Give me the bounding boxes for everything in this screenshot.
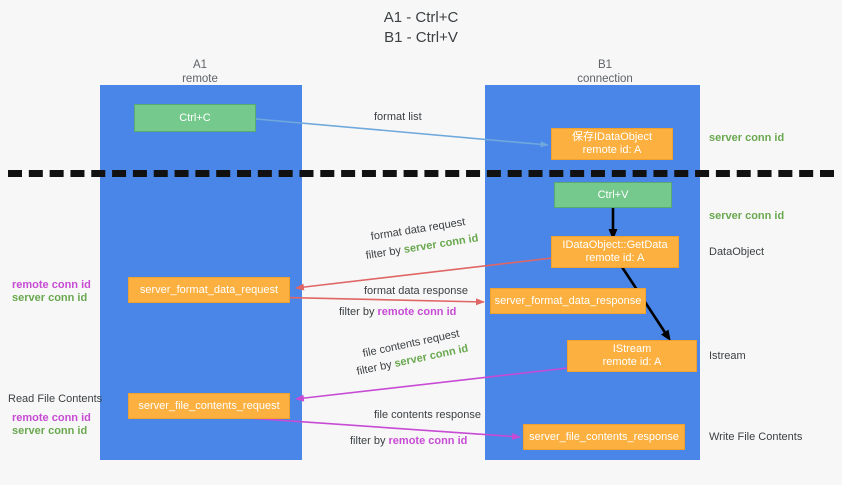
- filter-prefix: filter by: [339, 306, 378, 318]
- edge-format-list: [255, 118, 549, 148]
- node-save-idataobject[interactable]: 保存IDataObject remote id: A: [551, 128, 673, 160]
- phase-divider: [8, 170, 834, 177]
- node-istream-title: IStream: [612, 343, 652, 355]
- node-ctrl-c[interactable]: Ctrl+C: [134, 104, 256, 132]
- node-save-idataobject-id: remote id: A: [582, 144, 642, 156]
- node-server-format-data-request-label: server_format_data_request: [139, 283, 279, 296]
- edge-label-format-data-response-filter: filter by remote conn id: [339, 306, 456, 319]
- node-getdata-id: remote id: A: [585, 252, 645, 264]
- annotation-left-remote-conn-id-2: remote conn id: [12, 412, 91, 424]
- annotation-left-read-file-contents: Read File Contents: [8, 393, 103, 405]
- node-getdata-title: IDataObject::GetData: [562, 239, 668, 251]
- node-server-format-data-request[interactable]: server_format_data_request: [128, 277, 290, 303]
- filter-prefix: filter by: [350, 435, 389, 447]
- node-istream-id: remote id: A: [602, 356, 662, 368]
- node-server-file-contents-request[interactable]: server_file_contents_request: [128, 393, 290, 419]
- annotation-right-server-conn-id-2: server conn id: [709, 210, 785, 222]
- node-server-file-contents-response[interactable]: server_file_contents_response: [523, 424, 685, 450]
- node-server-format-data-response[interactable]: server_format_data_response: [490, 288, 646, 314]
- edge-label-file-contents-response-filter: filter by remote conn id: [350, 435, 467, 448]
- edge-file-contents-request: [295, 367, 569, 402]
- node-idataobject-getdata[interactable]: IDataObject::GetData remote id: A: [551, 236, 679, 268]
- edge-label-format-data-response: format data response: [364, 285, 468, 297]
- edge-label-format-list: format list: [374, 111, 422, 123]
- node-istream[interactable]: IStream remote id: A: [567, 340, 697, 372]
- edge-label-file-contents-response: file contents response: [374, 409, 482, 421]
- node-server-format-data-response-label: server_format_data_response: [494, 294, 642, 307]
- annotation-left-server-conn-id-1: server conn id: [12, 292, 88, 304]
- lane-header-a1: A1 remote: [140, 58, 260, 86]
- node-ctrl-v[interactable]: Ctrl+V: [554, 182, 672, 208]
- annotation-right-dataobject: DataObject: [709, 246, 765, 258]
- edge-format-data-request: [295, 257, 553, 291]
- node-ctrl-c-label: Ctrl+C: [179, 111, 211, 124]
- node-server-file-contents-response-label: server_file_contents_response: [529, 430, 679, 443]
- node-ctrl-v-label: Ctrl+V: [597, 188, 629, 201]
- filter-key-remote-conn-id: remote conn id: [377, 306, 457, 318]
- lane-a1-sub: remote: [182, 73, 218, 85]
- annotation-right-istream: Istream: [709, 350, 746, 362]
- diagram-title: A1 - Ctrl+C B1 - Ctrl+V: [0, 8, 842, 48]
- filter-key-remote-conn-id: remote conn id: [388, 435, 468, 447]
- title-line-2: B1 - Ctrl+V: [384, 29, 458, 46]
- lane-a1-name: A1: [192, 59, 208, 71]
- node-server-file-contents-request-label: server_file_contents_request: [138, 399, 280, 412]
- annotation-left-remote-conn-id-1: remote conn id: [12, 279, 91, 291]
- lane-b1-sub: connection: [577, 73, 633, 85]
- annotation-right-server-conn-id-1: server conn id: [709, 132, 785, 144]
- annotation-left-server-conn-id-2: server conn id: [12, 425, 88, 437]
- title-line-1: A1 - Ctrl+C: [383, 9, 459, 26]
- lane-b1-name: B1: [597, 59, 613, 71]
- annotation-right-write-file-contents: Write File Contents: [709, 431, 803, 443]
- lane-header-b1: B1 connection: [535, 58, 675, 86]
- node-save-idataobject-title: 保存IDataObject: [571, 131, 653, 143]
